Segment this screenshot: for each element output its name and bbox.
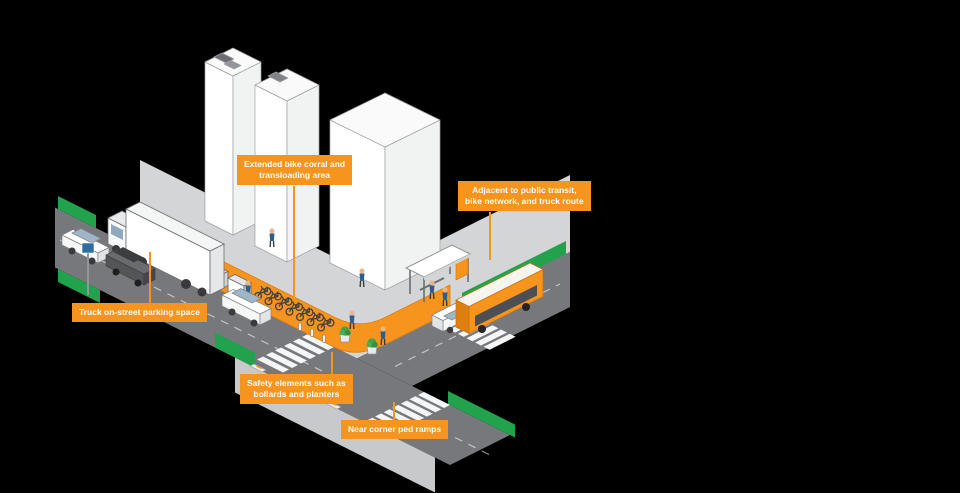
callout-line: Safety elements such as bbox=[247, 378, 346, 388]
callout-line: bollards and planters bbox=[253, 389, 340, 399]
callout-line: bike network, and truck route bbox=[465, 196, 584, 206]
bus-icon bbox=[455, 262, 544, 335]
callout-line: transloading area bbox=[259, 170, 330, 180]
building-icon bbox=[329, 92, 441, 291]
callout-line: Truck on-street parking space bbox=[79, 307, 200, 317]
car-icon bbox=[221, 288, 272, 327]
callout-line: Extended bike corral and bbox=[244, 159, 346, 169]
far-sidewalk bbox=[140, 160, 570, 359]
callout-truck-parking: Truck on-street parking space bbox=[72, 303, 207, 322]
street-sign-icon bbox=[81, 242, 95, 295]
callout-extended-bike-corral: Extended bike corral and transloading ar… bbox=[237, 155, 353, 185]
callout-adjacent-transit: Adjacent to public transit, bike network… bbox=[458, 181, 591, 211]
callout-line: Adjacent to public transit, bbox=[472, 185, 577, 195]
callout-ped-ramps: Near corner ped ramps bbox=[341, 420, 449, 439]
transit-shelter-icon bbox=[404, 244, 472, 302]
callout-safety-elements: Safety elements such as bollards and pla… bbox=[240, 374, 353, 404]
callout-line: Near corner ped ramps bbox=[348, 424, 442, 434]
building-icon bbox=[204, 47, 262, 236]
leader-lines bbox=[149, 186, 491, 420]
truck-icon bbox=[107, 201, 225, 297]
